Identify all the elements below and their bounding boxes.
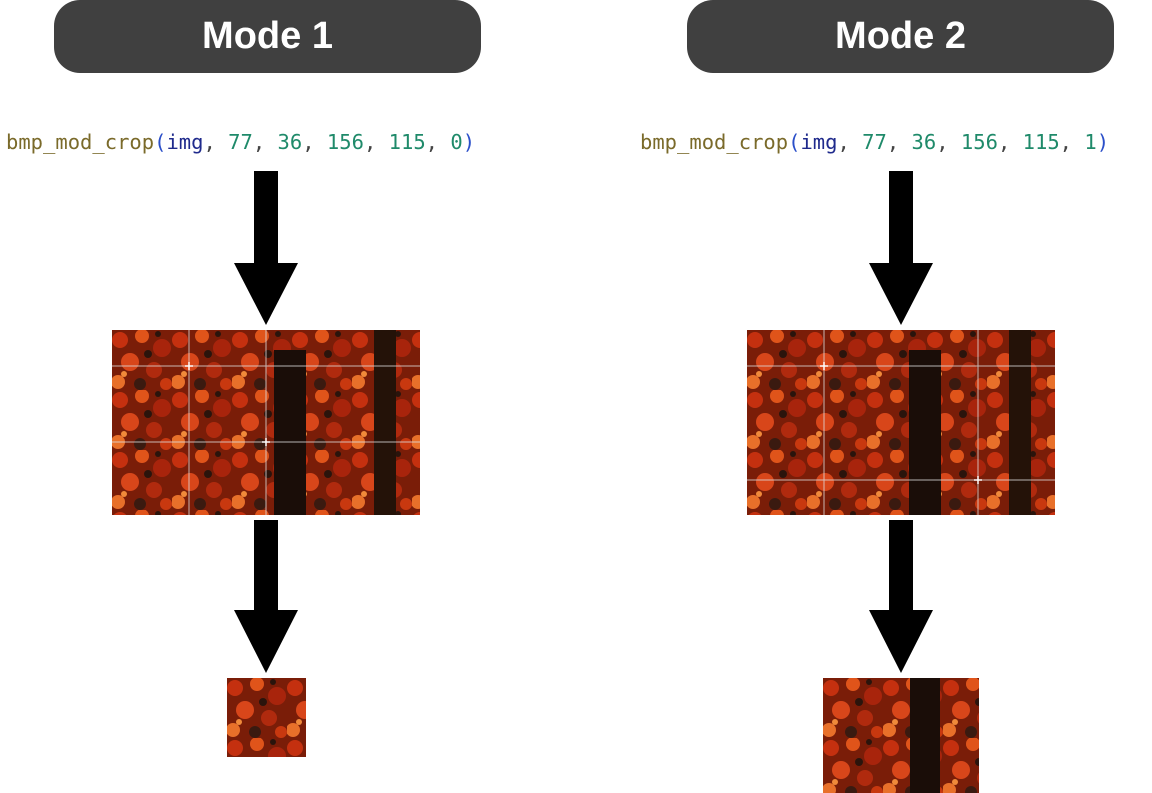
down-arrow-icon — [869, 520, 933, 673]
arg-img: img — [166, 130, 204, 154]
function-name: bmp_mod_crop — [6, 130, 155, 154]
arg-y: 36 — [911, 130, 937, 154]
arg-h: 115 — [1022, 130, 1060, 154]
mode-2-code: bmp_mod_crop(img, 77, 36, 156, 115, 1) — [640, 130, 1110, 154]
cropped-image-mode-1 — [227, 678, 306, 757]
down-arrow-icon — [869, 171, 933, 325]
mode-1-title-text: Mode 1 — [202, 15, 333, 57]
arg-x: 77 — [862, 130, 887, 154]
mode-1-title: Mode 1 — [54, 0, 481, 73]
arg-y: 36 — [277, 130, 303, 154]
down-arrow-icon — [234, 520, 298, 673]
open-paren: ( — [154, 130, 167, 154]
arg-w: 156 — [326, 130, 364, 154]
mode-2-title: Mode 2 — [687, 0, 1114, 73]
arg-mode: 0 — [450, 130, 463, 154]
open-paren: ( — [788, 130, 801, 154]
mode-2-title-text: Mode 2 — [835, 15, 966, 57]
arg-h: 115 — [388, 130, 426, 154]
source-image-mode-2 — [747, 330, 1055, 515]
cropped-image-mode-2 — [823, 678, 979, 793]
arg-x: 77 — [228, 130, 253, 154]
arg-w: 156 — [960, 130, 998, 154]
down-arrow-icon — [234, 171, 298, 325]
close-paren: ) — [462, 130, 476, 154]
function-name: bmp_mod_crop — [640, 130, 789, 154]
mode-1-code: bmp_mod_crop(img, 77, 36, 156, 115, 0) — [6, 130, 476, 154]
close-paren: ) — [1096, 130, 1110, 154]
source-image-mode-1 — [112, 330, 420, 515]
arg-img: img — [800, 130, 838, 154]
arg-mode: 1 — [1084, 130, 1097, 154]
